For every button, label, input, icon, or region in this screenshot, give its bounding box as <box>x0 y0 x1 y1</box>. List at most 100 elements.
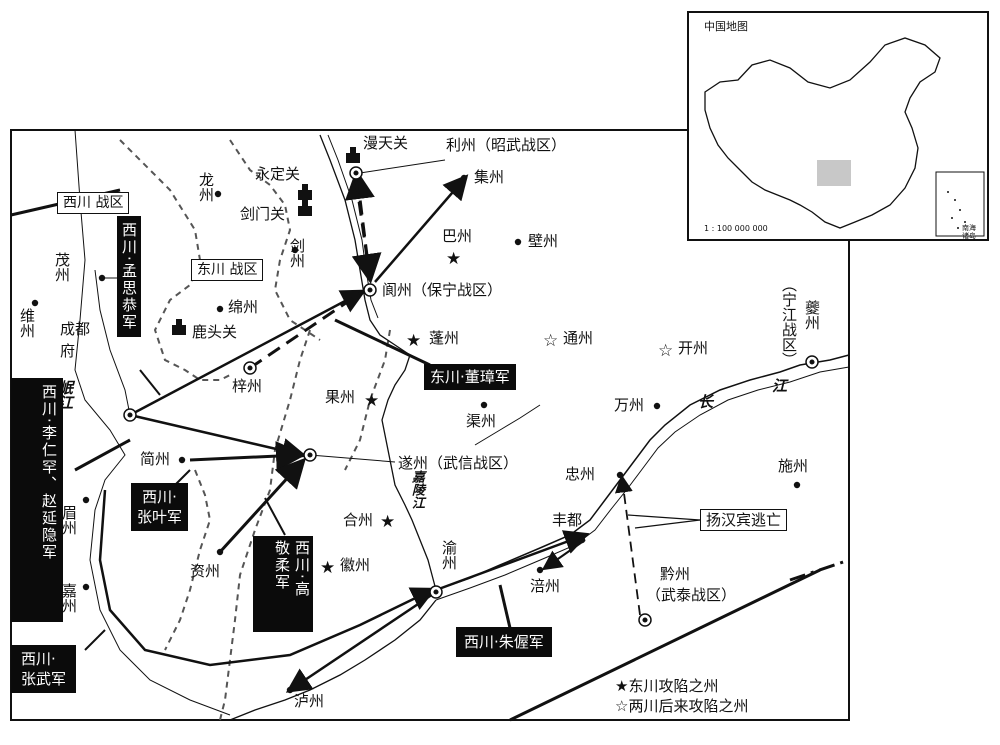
pointer-li <box>74 438 131 472</box>
pointer-suizhou <box>309 454 396 463</box>
label-zhongzhou: 忠州 <box>565 465 596 483</box>
label-longzhou: 龙州 <box>197 172 215 202</box>
label-lutouguan: 鹿头关 <box>192 323 238 341</box>
dot-longzhou <box>214 190 222 198</box>
army-label-zhangye-line2: 张叶军 <box>137 508 183 526</box>
capital-qianzhou <box>638 613 652 627</box>
dot-wanzhou <box>653 402 661 410</box>
label-chengdufu: 成都府 <box>60 320 91 360</box>
label-yuzhou: 渝州 <box>440 540 458 570</box>
army-label-zhangwu-line2: 张武军 <box>21 670 67 688</box>
army-label-meng: 西川·孟思恭军 <box>117 216 141 337</box>
capital-kuizhou <box>805 355 819 369</box>
dot-zhongzhou <box>616 471 624 479</box>
capital-yuzhou <box>429 585 443 599</box>
arrow-yuzhou-luzhou <box>285 590 437 693</box>
border-line-east <box>789 558 850 582</box>
capital-zizhou <box>243 361 257 375</box>
inset-title: 中国地图 <box>704 20 748 33</box>
label-suizhou: 遂州（武信战区） <box>398 454 519 472</box>
label-langzhou: 阆州（保宁战区） <box>382 281 503 299</box>
army-label-gao: 西川·高 敬柔军 <box>253 536 313 632</box>
dot-weizhou <box>31 299 39 307</box>
arrow-ziz-suizhou <box>218 457 307 554</box>
dot-jiazhou <box>82 583 90 591</box>
label-kuizhou: 夔州 <box>803 300 821 330</box>
zone-label-xichuan: 西川 战区 <box>57 192 130 214</box>
arrow-langzhou-jizhou <box>374 174 469 283</box>
dot-fengdu <box>578 536 586 544</box>
label-ziz: 资州 <box>190 562 221 580</box>
label-lizhou: 利州（昭武战区） <box>446 136 567 154</box>
label-pengzhou: 蓬州 <box>429 329 460 347</box>
army-label-zhangye: 西川· 张叶军 <box>131 483 189 531</box>
label-huizhou: 徽州 <box>340 556 371 574</box>
label-jiazhou: 嘉州 <box>60 583 78 613</box>
boundary-south <box>164 469 212 651</box>
dot-ziz <box>216 548 224 556</box>
star-icon-bazhou: ★ <box>446 249 461 269</box>
river-min <box>74 129 231 716</box>
capital-markers <box>123 166 819 627</box>
dot-quzhou <box>480 401 488 409</box>
army-label-li: 西川·李仁罕、赵延隐军 <box>11 378 63 622</box>
label-zizhou: 梓州 <box>232 377 263 395</box>
label-wanzhou: 万州 <box>614 396 645 414</box>
pointer-zhangye <box>174 469 191 486</box>
pass-icon-mantian <box>346 147 360 163</box>
pointer-yang <box>634 519 701 529</box>
label-jianmenguan: 剑门关 <box>240 205 286 223</box>
pointer-gao <box>264 497 286 536</box>
dot-shizhou <box>793 481 801 489</box>
label-guozhou: 果州 <box>325 388 356 406</box>
army-label-gao-line2: 敬柔军 <box>273 540 291 591</box>
legend-captured-both: ☆两川后来攻陷之州 <box>615 697 749 715</box>
star-icon-huizhou: ★ <box>320 558 335 578</box>
army-label-zhangwu-line1: 西川· <box>21 650 56 668</box>
star-icon-tongzhou: ☆ <box>543 331 558 351</box>
label-weizhou: 维州 <box>18 308 36 338</box>
inset-scale: 1 : 100 000 000 <box>704 224 768 233</box>
pointer-dong <box>334 318 431 367</box>
arrow-yuzhou-fengdu <box>435 530 590 592</box>
dot-luzhou <box>286 686 294 694</box>
label-bazhou: 巴州 <box>442 227 473 245</box>
pass-icon-jianmen <box>298 200 312 216</box>
label-qianzhou-zone: （武泰战区） <box>646 586 737 604</box>
label-fuzhou: 涪州 <box>530 577 561 595</box>
zone-label-dongchuan: 东川 战区 <box>191 259 264 281</box>
label-maozhou: 茂州 <box>53 252 71 282</box>
dot-jizhou <box>460 174 468 182</box>
star-icon-hezhou: ★ <box>380 512 395 532</box>
star-marks: ★ ★ ★ ★ ★ ☆ ☆ <box>320 249 673 578</box>
army-label-zhuwo: 西川·朱偓军 <box>456 627 552 657</box>
arrow-zizhou-langzhou <box>249 290 363 370</box>
river-yangtze <box>435 354 850 591</box>
star-icon-guozhou: ★ <box>364 391 379 411</box>
river-east-small <box>474 404 541 446</box>
boundary-east <box>344 329 391 471</box>
inset-south-sea-label: 南海诸岛 <box>962 224 976 240</box>
label-mantianguan: 漫天关 <box>363 134 409 152</box>
river-label-jialing: 嘉陵江 <box>409 470 424 509</box>
pass-icons <box>172 147 360 335</box>
dot-bizhou <box>514 238 522 246</box>
capital-langzhou <box>363 283 377 297</box>
river-north <box>319 134 437 591</box>
label-ningjiang: （宁江战区） <box>780 277 798 367</box>
dot-maozhou <box>98 274 106 282</box>
inset-highlight <box>817 160 851 186</box>
inset-islands <box>947 191 966 229</box>
label-jianzhou2: 简州 <box>140 450 171 468</box>
boundary-north <box>229 139 321 341</box>
boundary-west-east-1 <box>119 139 231 381</box>
label-jianzhou: 剑州 <box>288 238 306 268</box>
arrow-fengdu-fuzhou <box>541 539 586 571</box>
label-jizhou: 集州 <box>474 168 505 186</box>
arrow-zhangwu <box>98 489 437 667</box>
inset-south-sea-box <box>935 171 985 237</box>
arrow-mantian-langzhou <box>351 179 382 284</box>
army-label-dong: 东川·董璋军 <box>424 364 516 390</box>
army-label-zhangwu: 西川· 张武军 <box>11 645 77 693</box>
